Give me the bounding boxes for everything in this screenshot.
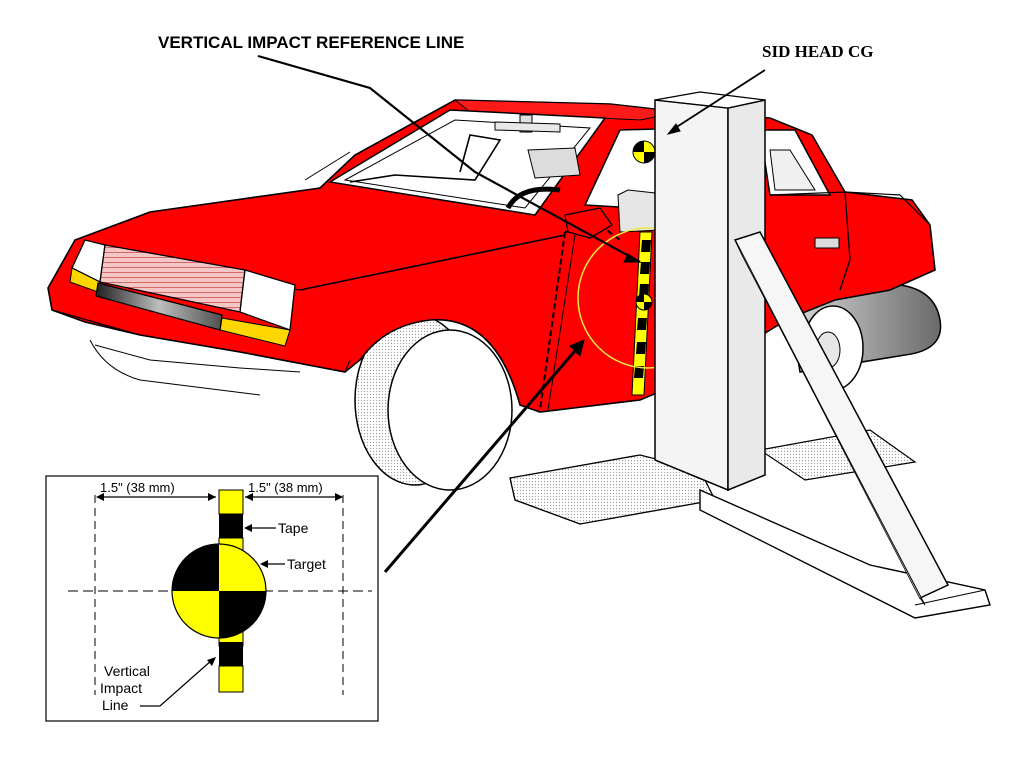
side-impact-pole-fixture [509, 91, 991, 619]
sid-head-target-icon [632, 140, 656, 164]
inset-detail [45, 475, 379, 722]
vertical-impact-line-label-1: Vertical [104, 663, 150, 679]
vehicle [47, 99, 942, 491]
tape-label: Tape [278, 520, 309, 536]
side-mirror [564, 207, 613, 239]
door-reference-tape [631, 231, 653, 396]
vertical-impact-line-label-3: Line [102, 697, 129, 713]
front-bumper [95, 282, 223, 331]
head-cg-label: SID HEAD CG [762, 42, 874, 61]
target-label: Target [287, 556, 326, 572]
reference-line-label: VERTICAL IMPACT REFERENCE LINE [158, 33, 465, 52]
dimension-right-label: 1.5" (38 mm) [248, 480, 323, 495]
vertical-impact-line-label-2: Impact [100, 680, 143, 696]
reference-line-leader [257, 54, 641, 263]
inset-target-icon [171, 543, 267, 639]
head-cg-leader [671, 69, 766, 131]
dimension-left-label: 1.5" (38 mm) [100, 480, 175, 495]
inset-leader [383, 344, 582, 573]
leader-lines [257, 54, 766, 573]
